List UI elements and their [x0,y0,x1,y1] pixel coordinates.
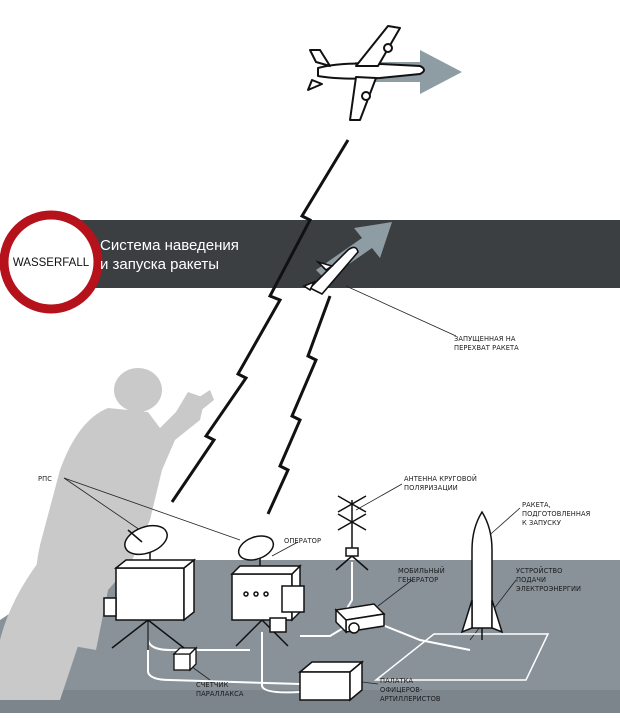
radar-dish-icon-right [230,535,305,647]
radar-dish-icon-left [103,524,197,650]
guidance-beam-to-missile [266,295,332,515]
banner-title: Система наведения и запуска ракеты [100,236,239,274]
label-power-supply: Устройство подачи электроэнергии [516,566,582,593]
brand-badge-ring [0,210,103,314]
power-supply-frame [373,633,550,681]
soldier-silhouette-icon [0,368,214,700]
bomber-plane-icon [307,25,425,121]
label-operator: Оператор [284,536,322,545]
label-missile-launched: Запущенная на перехват ракета [454,334,519,352]
ground-plane-shade [0,690,620,713]
rocket-icon [460,510,504,640]
label-antenna: Антенна круговой поляризации [404,474,477,492]
banner-title-line1: Система наведения [100,237,239,254]
leader-lines [63,285,521,685]
guidance-beam-to-plane [170,139,350,503]
label-rps: РПС [38,474,52,483]
banner-title-line2: и запуска ракеты [100,256,220,273]
brand-name: WASSERFALL [12,257,90,269]
tent-icon [297,660,365,702]
interceptor-missile-icon [302,246,359,295]
label-officer-tent: Палатка офицеров- артиллеристов [380,676,441,703]
label-mobile-generator: Мобильный генератор [398,566,445,584]
antenna-icon [335,495,369,571]
parallax-counter-icon [172,646,198,672]
generator-icon [334,603,386,634]
label-parallax-counter: Счетчик параллакса [196,680,244,698]
label-rocket-ready: Ракета, подготовленная к запуску [522,500,591,527]
